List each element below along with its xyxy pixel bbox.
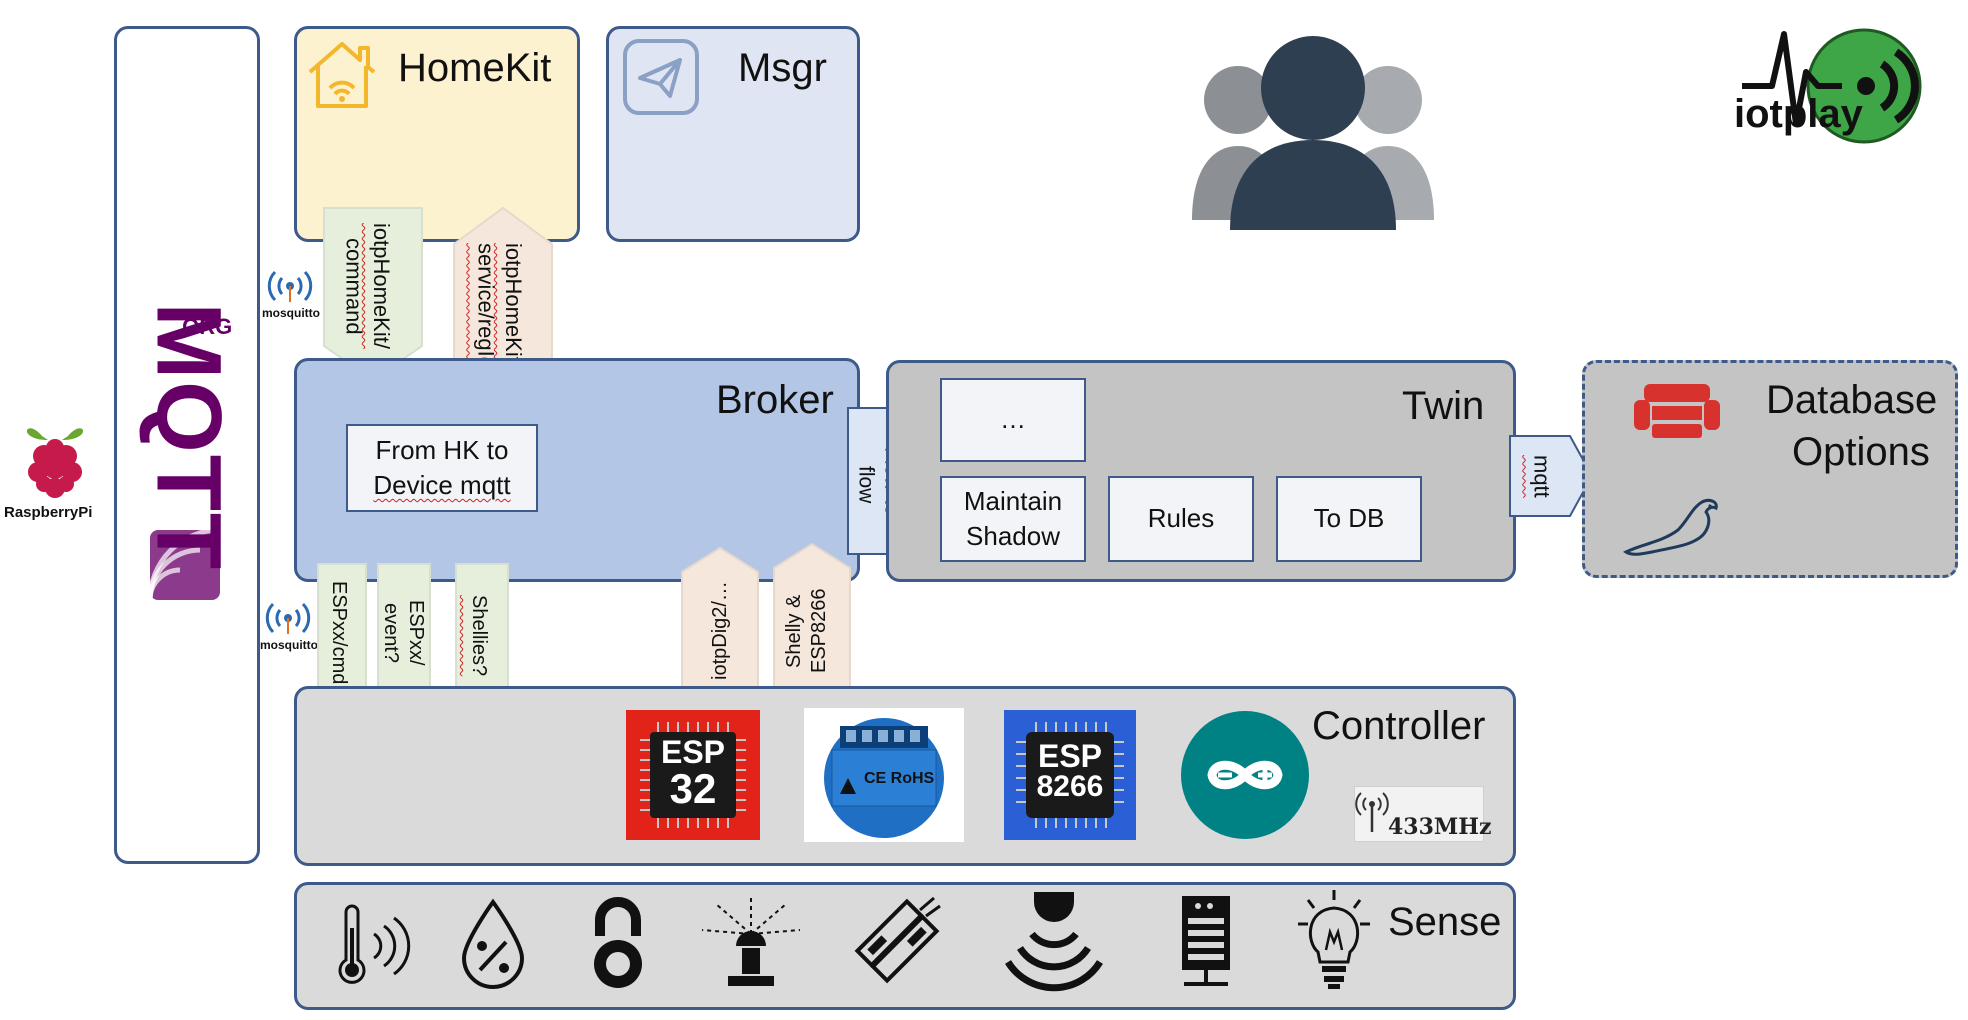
mqtt-column [114,26,260,864]
arrow-mqtt-label: mqtt [1529,454,1555,498]
esp32-chip-text: ESP 32 [660,734,726,812]
users-icon [1192,36,1434,230]
arrow-mqtt [1509,435,1594,517]
mqtt-logo-icon [147,527,221,601]
twin-to-db-box: To DB [1276,476,1422,562]
rf-433-badge [1354,786,1484,842]
msgr-panel [606,26,860,242]
esp32-chip-pins [640,722,746,828]
mosquitto-label-top: mosquitto [262,306,320,320]
rf-433-label: 433MHz [1388,814,1492,840]
shelly-ce-text: CE RoHS [864,770,935,787]
rf-antenna-icon [1355,792,1389,832]
sense-title: Sense [1388,900,1502,944]
arrow-iotpdig [681,546,759,693]
twin-title: Twin [1402,384,1485,428]
sprinkler-icon [701,894,801,986]
iotplay-logo-icon [1742,28,1922,144]
database-title-line1: Database [1766,378,1938,422]
shelly-module-icon [824,718,944,838]
arrow-hk-command-label: iotpHomeKit/command [341,223,395,349]
twin-rules-box: Rules [1108,476,1254,562]
esp8266-chip-pins [1016,722,1124,828]
switch-icon [854,896,941,984]
thermometer-icon [338,904,411,984]
arrow-shelly-esp8266-label: Shelly &ESP8266 [783,588,830,674]
telegram-icon [623,39,699,115]
arrow-hk-service-label: iotpHomeKit/service/regId [473,243,527,369]
mqtt-logo-org: .ORG [176,314,233,339]
lock-icon [594,897,642,988]
msgr-title: Msgr [738,46,827,90]
homekit-title: HomeKit [398,46,552,90]
esp8266-chip-text: ESP 8266 [1036,738,1104,803]
raspberry-pi-label: RaspberryPi [4,504,93,521]
arrow-shelly-esp8266 [773,542,851,693]
mariadb-seal-icon [1623,498,1718,556]
controller-title: Controller [1312,704,1486,748]
couchdb-icon [1634,384,1720,438]
mosquitto-icon-bottom [265,602,311,634]
broker-title: Broker [716,378,834,422]
raspberry-pi-icon [26,428,84,498]
lightbulb-icon [1298,890,1370,989]
arrow-esp-event-label: ESPxx/event? [380,600,427,666]
homekit-panel [294,26,580,242]
server-icon [1182,896,1230,986]
database-title-line2: Options [1792,430,1930,474]
twin-ellipsis-box: … [940,378,1086,462]
motion-sensor-icon [1005,892,1103,992]
homekit-house-icon [308,42,376,108]
arrow-esp-cmd-label: ESPxx/cmd [328,581,350,685]
mosquitto-label-bottom: mosquitto [260,638,318,652]
iotplay-logo-text: iotplay [1734,92,1863,136]
arduino-icon [1181,711,1309,839]
arrow-iotpdig-label: iotpDig2/… [709,581,731,681]
arrow-shellies-label: Shellies? [468,595,490,677]
mosquitto-icon-top [267,270,313,302]
humidity-icon [461,898,525,989]
